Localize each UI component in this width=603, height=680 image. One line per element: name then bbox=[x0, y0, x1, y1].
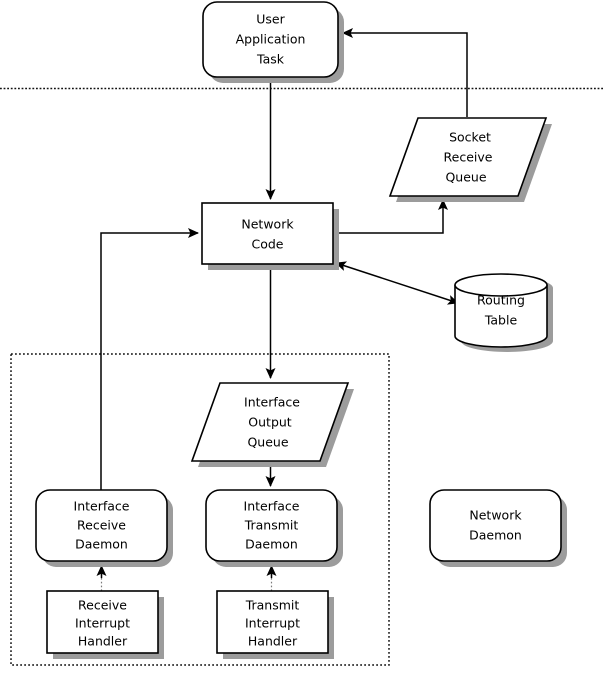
interface-transmit-daemon-shape bbox=[205, 489, 338, 562]
network-daemon[interactable]: Network Daemon bbox=[429, 489, 567, 567]
receive-interrupt-handler-shape bbox=[46, 590, 159, 654]
edge-network-code-to-socket-receive-queue bbox=[333, 199, 448, 234]
edge-interface-receive-daemon-to-network-code bbox=[100, 228, 199, 490]
interface-transmit-daemon-label-line-2: Transmit bbox=[244, 518, 299, 533]
edges-layer bbox=[96, 28, 468, 591]
routing-table-top-ellipse bbox=[454, 273, 548, 297]
socket-receive-queue[interactable]: Socket Receive Queue bbox=[388, 117, 552, 202]
socket-receive-queue-label-line-3: Queue bbox=[445, 170, 486, 185]
receive-interrupt-handler[interactable]: Receive Interrupt Handler bbox=[46, 590, 164, 659]
socket-receive-queue-shape bbox=[388, 117, 548, 197]
receive-interrupt-handler-label-line-1: Receive bbox=[78, 598, 127, 613]
transmit-interrupt-handler[interactable]: Transmit Interrupt Handler bbox=[216, 590, 334, 659]
transmit-interrupt-handler-label-line-2: Interrupt bbox=[245, 616, 300, 631]
interface-receive-daemon-shape bbox=[35, 489, 168, 562]
user-application-task[interactable]: User Application Task bbox=[202, 1, 344, 83]
network-code-label-line-1: Network bbox=[241, 217, 294, 232]
separators-layer bbox=[0, 87, 603, 666]
interface-output-queue-label-line-3: Queue bbox=[247, 435, 288, 450]
network-daemon-shape bbox=[429, 489, 562, 562]
receive-interrupt-handler-label-line-3: Handler bbox=[78, 634, 128, 649]
routing-table-label-line-2: Table bbox=[484, 313, 518, 328]
interface-output-queue-label-line-1: Interface bbox=[244, 395, 300, 410]
interface-transmit-daemon-label-line-3: Daemon bbox=[245, 537, 298, 552]
network-code[interactable]: Network Code bbox=[201, 202, 339, 270]
interface-transmit-daemon-label-line-1: Interface bbox=[244, 499, 300, 514]
routing-table-body bbox=[454, 285, 548, 348]
interface-output-queue-label-line-2: Output bbox=[248, 415, 292, 430]
routing-table[interactable]: Routing Table bbox=[454, 273, 553, 352]
transmit-interrupt-handler-shape bbox=[216, 590, 329, 654]
interface-receive-daemon[interactable]: Interface Receive Daemon bbox=[35, 489, 173, 567]
network-daemon-label-line-1: Network bbox=[469, 508, 522, 523]
socket-receive-queue-label-line-1: Socket bbox=[449, 130, 491, 145]
interface-receive-daemon-label-line-2: Receive bbox=[77, 518, 126, 533]
transmit-interrupt-handler-label-line-1: Transmit bbox=[245, 598, 300, 613]
driver-region-boundary bbox=[10, 353, 390, 666]
user-application-task-label-line-1: User bbox=[256, 12, 285, 27]
interface-transmit-daemon[interactable]: Interface Transmit Daemon bbox=[205, 489, 343, 567]
network-daemon-label-line-2: Daemon bbox=[469, 528, 522, 543]
edge-network-code-routing-table bbox=[335, 261, 459, 305]
routing-table-label-line-1: Routing bbox=[477, 293, 525, 308]
receive-interrupt-handler-label-line-2: Interrupt bbox=[75, 616, 130, 631]
socket-receive-queue-label-line-2: Receive bbox=[444, 150, 493, 165]
transmit-interrupt-handler-label-line-3: Handler bbox=[248, 634, 298, 649]
edge-socket-receive-queue-to-user-app bbox=[342, 28, 468, 117]
user-application-task-shape bbox=[202, 1, 339, 78]
interface-receive-daemon-label-line-1: Interface bbox=[74, 499, 130, 514]
interface-output-queue-shape bbox=[190, 382, 350, 462]
user-application-task-label-line-3: Task bbox=[256, 52, 285, 67]
network-code-shape bbox=[201, 202, 334, 265]
interface-receive-daemon-label-line-3: Daemon bbox=[75, 537, 128, 552]
network-code-label-line-2: Code bbox=[251, 237, 283, 252]
user-application-task-label-line-2: Application bbox=[236, 32, 306, 47]
interface-output-queue[interactable]: Interface Output Queue bbox=[190, 382, 354, 467]
